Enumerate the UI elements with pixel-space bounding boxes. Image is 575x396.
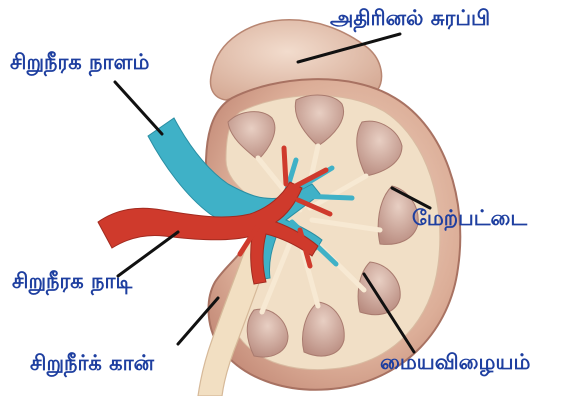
label-ureter: சிறுநீர்க் கான் [30,353,154,374]
leader-vein [115,82,162,134]
label-renal-artery: சிறுநீரக நாடி [12,271,132,292]
label-medulla: மையவிழையம் [380,352,530,373]
label-adrenal-gland: அதிரினல் சுரப்பி [330,8,490,29]
label-cortex: மேற்பட்டை [412,208,527,229]
label-renal-vein: சிறுநீரக நாளம் [10,52,149,73]
